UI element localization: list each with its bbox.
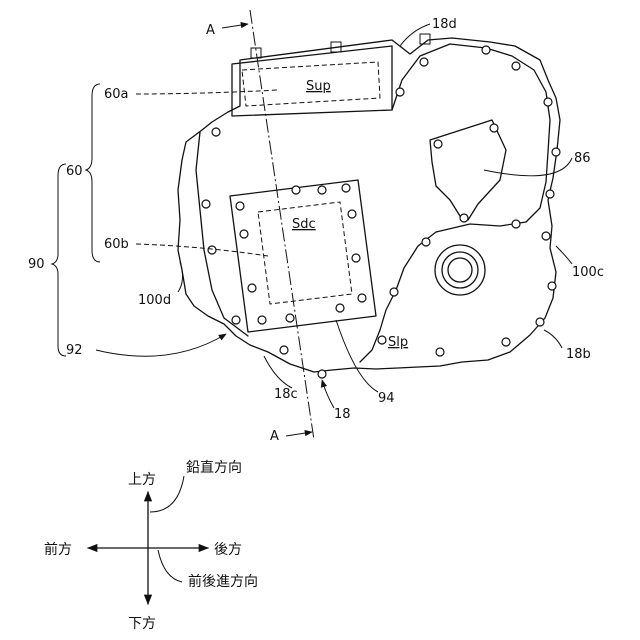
section-label-bottom: A <box>270 429 279 444</box>
label-86: 86 <box>574 151 591 166</box>
legend-front-rear: 前後進方向 <box>188 573 258 590</box>
label-18: 18 <box>334 407 351 422</box>
label-92: 92 <box>66 343 83 358</box>
label-94: 94 <box>378 391 395 406</box>
leader-86 <box>484 158 572 176</box>
label-100c: 100c <box>572 265 604 280</box>
leader-100c <box>556 246 572 264</box>
region-sdc-label: Sdc <box>292 217 316 232</box>
region-sup-label: Sup <box>306 79 331 94</box>
legend-down: 下方 <box>128 616 156 632</box>
brace-90 <box>52 164 66 356</box>
direction-legend: 上方 下方 前方 後方 鉛直方向 前後進方向 <box>44 459 258 632</box>
legend-vertical: 鉛直方向 <box>186 459 242 476</box>
leader-94 <box>336 320 378 392</box>
label-18d: 18d <box>432 17 457 32</box>
leader-60a <box>136 90 278 94</box>
region-slp-label: Slp <box>388 335 408 350</box>
label-18b: 18b <box>566 347 591 362</box>
label-60b: 60b <box>104 237 129 252</box>
leader-60b <box>136 244 268 256</box>
leader-18c <box>264 356 292 388</box>
legend-rear: 後方 <box>214 542 242 558</box>
leader-18 <box>322 380 334 408</box>
leader-92 <box>96 334 226 356</box>
case-inner-lower <box>360 330 380 362</box>
leader-18b <box>544 330 562 348</box>
section-label-top: A <box>206 23 215 38</box>
section-arrow-top <box>222 24 248 28</box>
bearing-boss <box>435 245 485 295</box>
region-86-outline <box>430 120 506 220</box>
brace-60 <box>86 84 100 262</box>
label-18c: 18c <box>274 387 298 402</box>
label-100d: 100d <box>138 293 171 308</box>
label-60a: 60a <box>104 87 129 102</box>
label-60: 60 <box>66 164 83 179</box>
legend-up: 上方 <box>128 472 156 488</box>
label-90: 90 <box>28 257 45 272</box>
legend-front: 前方 <box>44 541 72 558</box>
section-arrow-bottom <box>286 432 312 436</box>
legend-leader-front-rear <box>158 550 182 582</box>
